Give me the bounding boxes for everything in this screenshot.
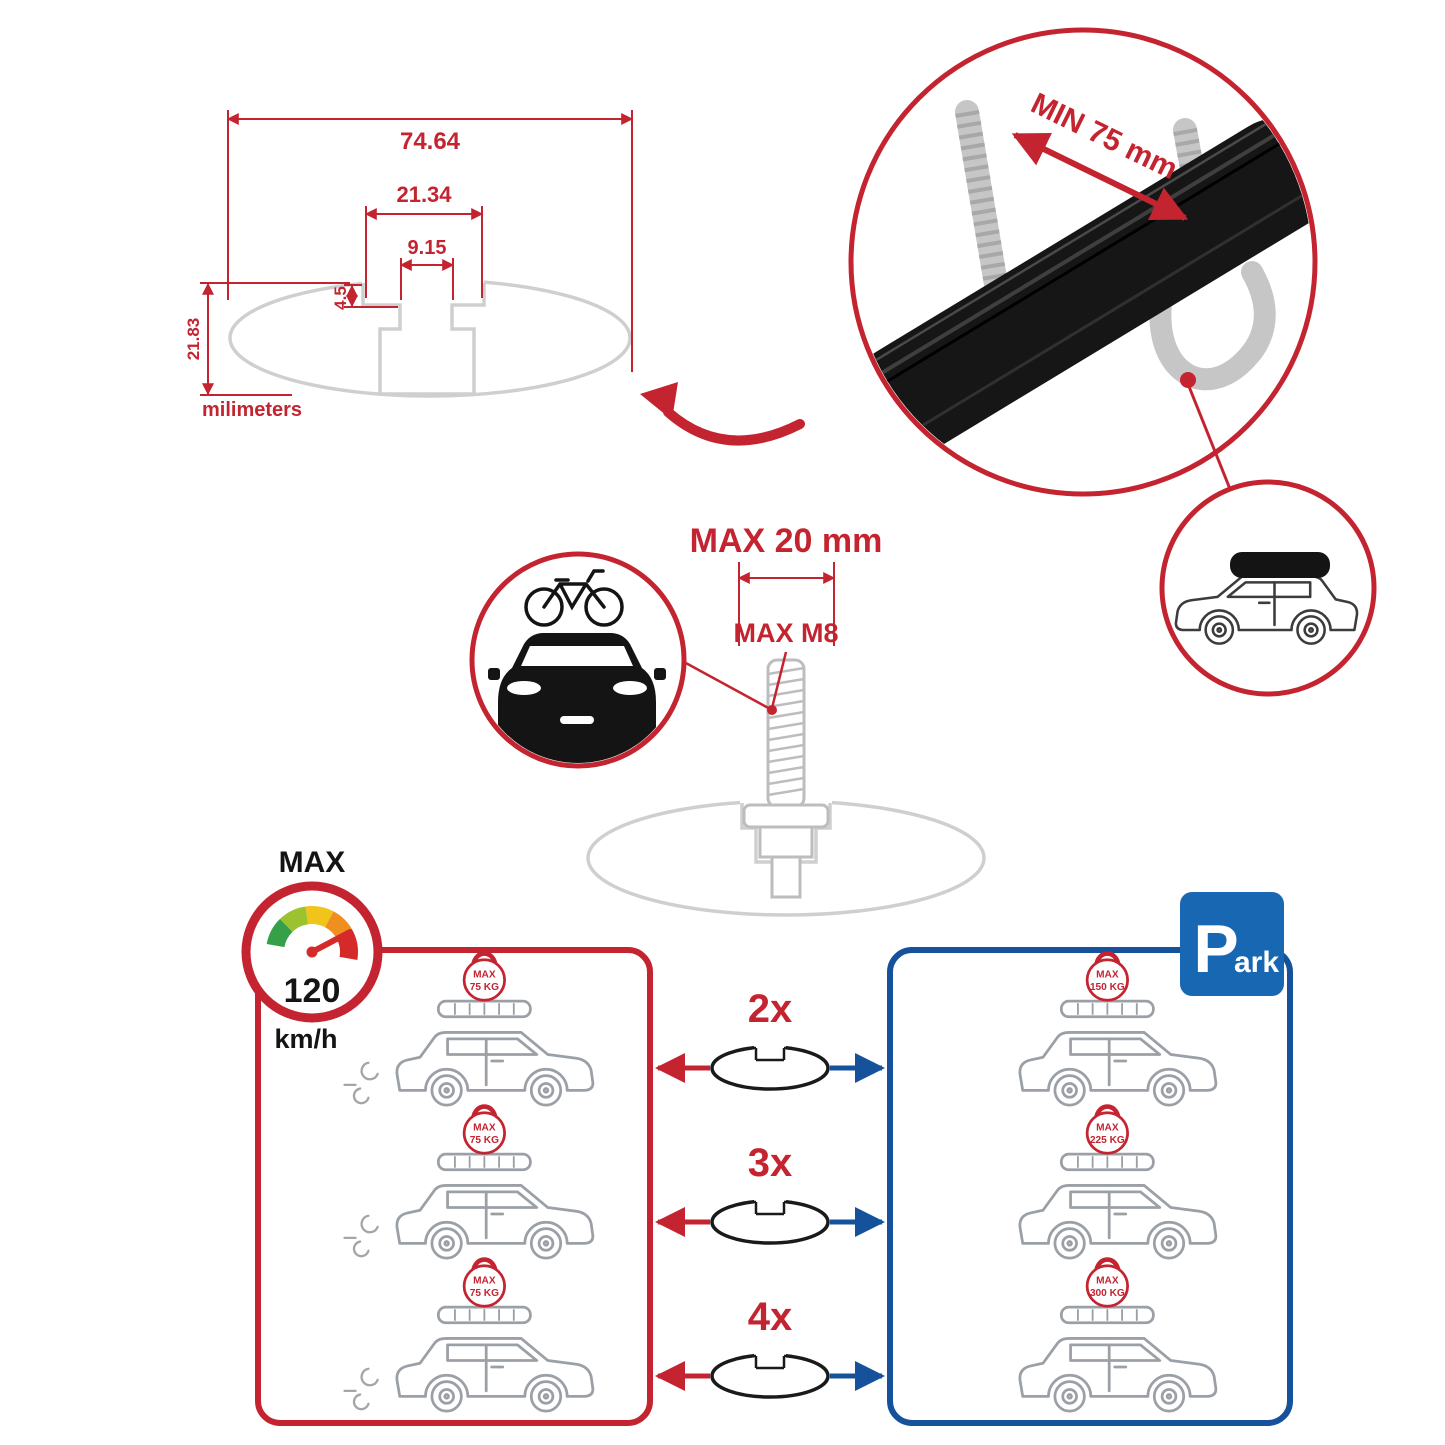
bike-car-circle bbox=[469, 551, 773, 769]
roof-cargo-box-icon bbox=[1230, 552, 1330, 578]
dim-slot-width: 9.15 bbox=[399, 237, 455, 300]
speed-units: km/h bbox=[274, 1024, 337, 1054]
units-label: milimeters bbox=[202, 399, 302, 421]
load-label: MAX bbox=[473, 1122, 496, 1133]
min-clearance-arrow bbox=[1011, 132, 1189, 221]
park-sign-letter: P bbox=[1193, 911, 1238, 987]
parked-car-row: MAX 150 KG bbox=[1018, 951, 1218, 1107]
bar-count-row: 3x bbox=[655, 1141, 885, 1245]
speedometer-icon bbox=[266, 906, 358, 960]
moving-car-row: MAX 75 KG bbox=[343, 1257, 595, 1413]
crossbar-count-icon bbox=[710, 1045, 830, 1091]
dim-total-height-label: 21.83 bbox=[184, 318, 203, 361]
crossbar-profile-dimensions: 74.64 21.34 9.15 4.5 21.83 milimeters bbox=[184, 110, 805, 446]
motion-lines bbox=[343, 1367, 379, 1411]
max-width-label: MAX 20 mm bbox=[690, 522, 883, 560]
callout-line bbox=[1186, 383, 1232, 490]
load-label: MAX bbox=[1096, 1275, 1119, 1286]
speed-max-label: MAX bbox=[279, 846, 346, 879]
roof-box-icon bbox=[436, 1305, 532, 1325]
load-badge: MAX 150 KG bbox=[1085, 951, 1129, 1002]
thread-leader-line bbox=[770, 651, 788, 709]
bar-count-row: 4x bbox=[655, 1295, 885, 1399]
moving-car-row: MAX 75 KG bbox=[343, 951, 595, 1107]
car-front-illustration bbox=[488, 633, 666, 763]
roof-box-icon bbox=[436, 1152, 532, 1172]
suv-roofbox-circle bbox=[1159, 479, 1377, 697]
profile-with-bolt bbox=[586, 651, 986, 917]
parked-car-row: MAX 300 KG bbox=[1018, 1257, 1218, 1413]
dim-channel-width-label: 21.34 bbox=[396, 182, 452, 207]
bicycle-icon bbox=[524, 569, 624, 627]
circle-callout-line bbox=[683, 660, 773, 712]
bar-count-rows: 2x 3x 4x bbox=[655, 987, 885, 1399]
load-value: 150 KG bbox=[1090, 982, 1125, 993]
roof-box-icon bbox=[1059, 1152, 1155, 1172]
crossbar-count-icon bbox=[710, 1199, 830, 1245]
max-thread-label: MAX M8 bbox=[733, 618, 838, 648]
roof-box-icon bbox=[1059, 1305, 1155, 1325]
dim-channel-width: 21.34 bbox=[364, 182, 484, 298]
dim-slot-width-label: 9.15 bbox=[408, 237, 447, 259]
dim-lip-depth-label: 4.5 bbox=[331, 286, 350, 310]
motion-lines bbox=[343, 1214, 379, 1258]
load-badge: MAX 300 KG bbox=[1085, 1257, 1129, 1308]
bar-count-label: 2x bbox=[748, 987, 793, 1031]
speed-gauge: MAX 120 km/h bbox=[241, 846, 383, 1054]
load-value: 300 KG bbox=[1090, 1288, 1125, 1299]
parked-car-row: MAX 225 KG bbox=[1018, 1104, 1218, 1260]
bolt-spec: MAX 20 mm MAX M8 bbox=[469, 522, 986, 917]
roof-box-icon bbox=[1059, 999, 1155, 1019]
dim-lip-depth: 4.5 bbox=[331, 284, 398, 310]
profile-t-slot bbox=[361, 283, 486, 396]
bolt-illustration bbox=[742, 658, 830, 899]
load-label: MAX bbox=[1096, 1122, 1119, 1133]
load-value: 75 KG bbox=[470, 1135, 499, 1146]
load-badge: MAX 75 KG bbox=[462, 951, 506, 1002]
dim-total-height: 21.83 bbox=[184, 282, 350, 396]
load-badge: MAX 75 KG bbox=[462, 1104, 506, 1155]
crossbar-detail-circle: MIN 75 mm bbox=[848, 27, 1318, 497]
park-sign: P ark bbox=[1180, 892, 1284, 996]
motion-lines bbox=[343, 1061, 379, 1105]
load-label: MAX bbox=[473, 969, 496, 980]
load-badge: MAX 225 KG bbox=[1085, 1104, 1129, 1155]
dim-total-width: 74.64 bbox=[226, 110, 634, 372]
load-label: MAX bbox=[1096, 969, 1119, 980]
crossbar-count-icon bbox=[710, 1353, 830, 1399]
moving-car-row: MAX 75 KG bbox=[343, 1104, 595, 1260]
load-badge: MAX 75 KG bbox=[462, 1257, 506, 1308]
bar-count-label: 4x bbox=[748, 1295, 793, 1339]
speed-value: 120 bbox=[284, 972, 341, 1010]
bar-count-label: 3x bbox=[748, 1141, 793, 1185]
suv-illustration bbox=[1174, 552, 1359, 645]
park-sign-rest: ark bbox=[1234, 946, 1279, 979]
pointer-arrow bbox=[640, 382, 805, 446]
load-value: 75 KG bbox=[470, 982, 499, 993]
load-value: 75 KG bbox=[470, 1288, 499, 1299]
dim-total-width-label: 74.64 bbox=[400, 128, 461, 155]
roof-box-icon bbox=[436, 999, 532, 1019]
load-label: MAX bbox=[473, 1275, 496, 1286]
bar-count-row: 2x bbox=[655, 987, 885, 1091]
clamp-point-dot bbox=[1180, 372, 1196, 388]
load-value: 225 KG bbox=[1090, 1135, 1125, 1146]
